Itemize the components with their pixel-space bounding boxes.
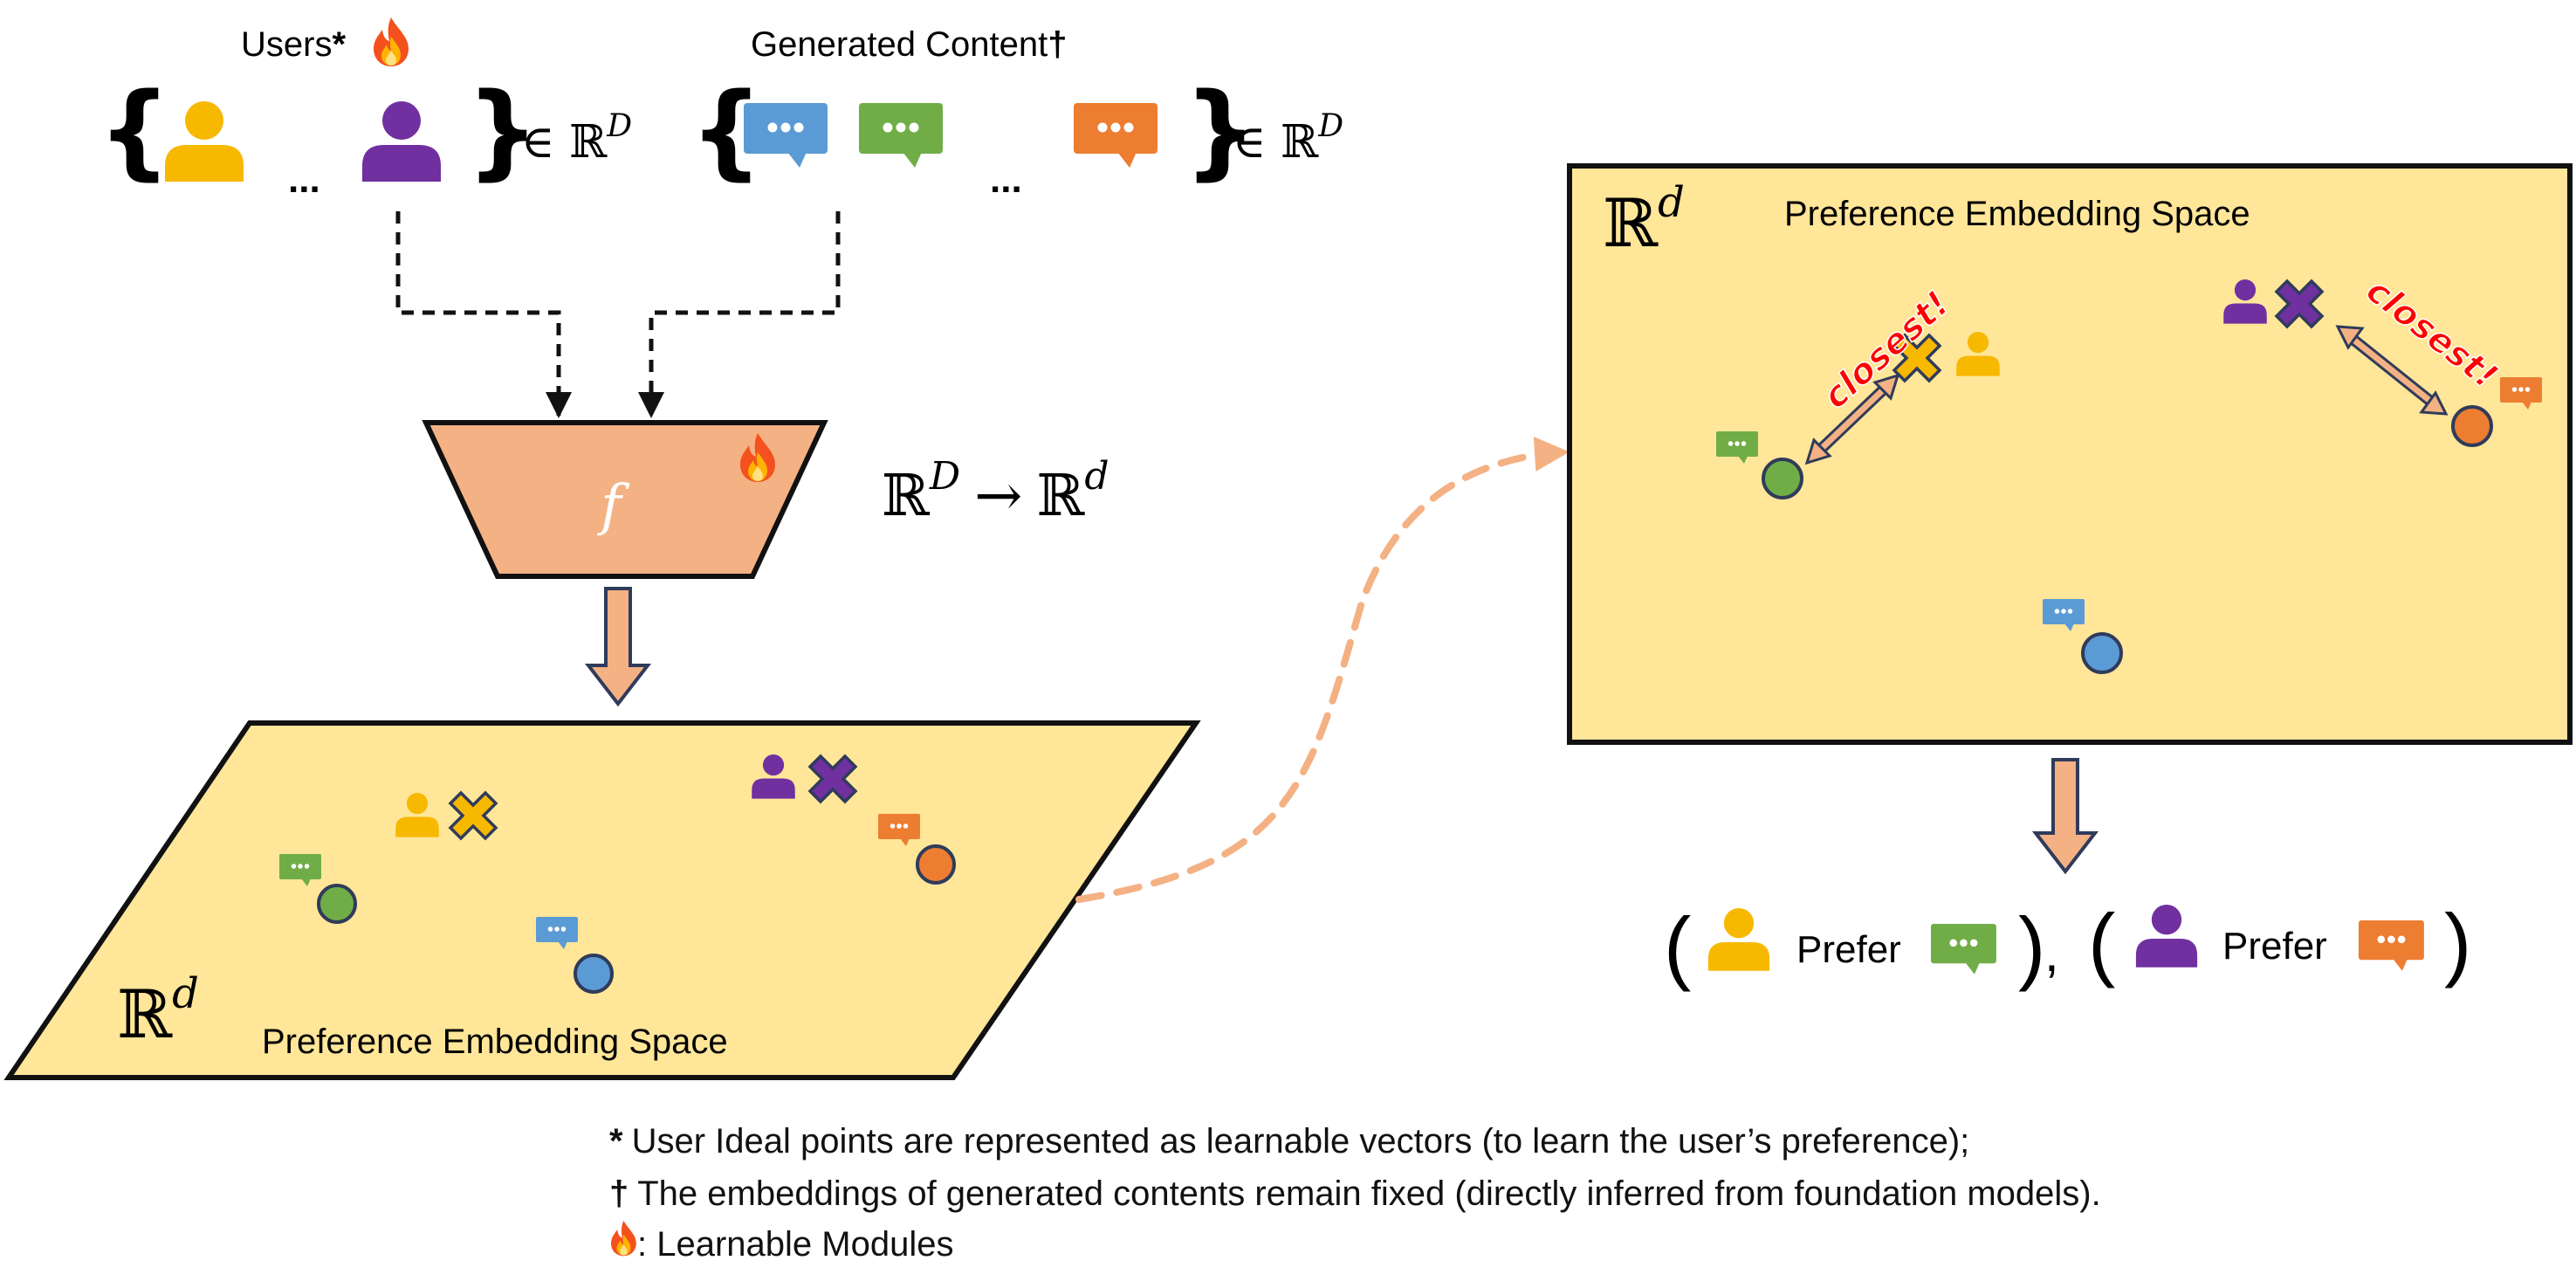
result-open-bracket-1: ( — [1664, 900, 1691, 992]
chat-bubble-icon-orange — [2359, 920, 2424, 971]
user-icon-yellow — [1707, 908, 1770, 971]
space-to-result-arrow — [2031, 758, 2099, 875]
fire-icon — [611, 1221, 636, 1257]
chat-bubble-icon-green — [859, 103, 943, 168]
result-close-bracket-2: ) — [2444, 897, 2471, 988]
embedding-circle-orange — [2451, 405, 2493, 447]
embedding-circle-green — [317, 884, 357, 924]
double-arrow-icon — [1804, 373, 1900, 465]
result-open-bracket-2: ( — [2088, 897, 2115, 988]
network-to-space-arrow — [584, 587, 652, 707]
user-icon-purple — [362, 101, 441, 182]
prefer-label: Prefer — [2222, 925, 2327, 968]
users-label: Users* — [241, 25, 346, 64]
users-ellipsis: ... — [288, 158, 320, 201]
users-open-brace: { — [98, 70, 171, 190]
footnote-3: : Learnable Modules — [637, 1225, 953, 1264]
content-input-group: Generated Content† { ... } ∈ ℝD — [690, 25, 1343, 201]
zoom-connector-curve — [1075, 437, 1570, 903]
content-dimension: ∈ ℝD — [1233, 108, 1343, 169]
users-dimension: ∈ ℝD — [521, 108, 632, 169]
double-arrow-icon — [2335, 325, 2449, 416]
prefer-label: Prefer — [1796, 928, 1901, 971]
result-separator: , — [2044, 924, 2059, 982]
embedding-circle-blue — [2081, 632, 2123, 674]
embedding-circle-blue — [574, 954, 614, 994]
left-embedding-space: ℝd Preference Embedding Space — [3, 720, 1201, 1080]
mapping-network: f — [422, 420, 828, 579]
right-space-symbol: ℝd — [1603, 178, 1685, 262]
chat-bubble-icon-green — [1931, 924, 1996, 975]
result-close-bracket-1: ) — [2018, 900, 2045, 992]
footnote-2: †The embeddings of generated contents re… — [609, 1174, 2101, 1213]
users-close-brace: } — [466, 70, 539, 190]
user-icon-purple — [2135, 905, 2198, 968]
left-space-title: Preference Embedding Space — [262, 1023, 728, 1061]
dimension-mapping-label: ℝD→ℝd — [882, 454, 1109, 529]
content-to-network-connector — [638, 211, 841, 418]
footnotes: *User Ideal points are represented as le… — [609, 1122, 2101, 1264]
left-space-parallelogram — [3, 720, 1201, 1080]
users-to-network-connector — [395, 211, 572, 418]
chat-bubble-icon-orange — [1074, 103, 1157, 168]
user-icon-yellow — [165, 101, 244, 182]
preference-result: ( Prefer ) , ( Prefer ) — [1664, 897, 2471, 992]
content-close-brace: } — [1184, 70, 1257, 190]
right-space-title: Preference Embedding Space — [1784, 195, 2250, 233]
embedding-circle-orange — [916, 844, 956, 885]
embedding-circle-green — [1762, 458, 1803, 499]
content-label: Generated Content† — [751, 25, 1067, 64]
footnote-1: *User Ideal points are represented as le… — [609, 1122, 1969, 1161]
right-embedding-space: ℝd Preference Embedding Space closest! c… — [1567, 163, 2573, 745]
content-ellipsis: ... — [990, 158, 1022, 201]
fire-icon — [374, 17, 409, 66]
users-input-group: Users* { ... } ∈ ℝD — [98, 17, 632, 201]
network-trapezoid — [422, 420, 828, 579]
left-space-symbol: ℝd — [117, 969, 199, 1053]
